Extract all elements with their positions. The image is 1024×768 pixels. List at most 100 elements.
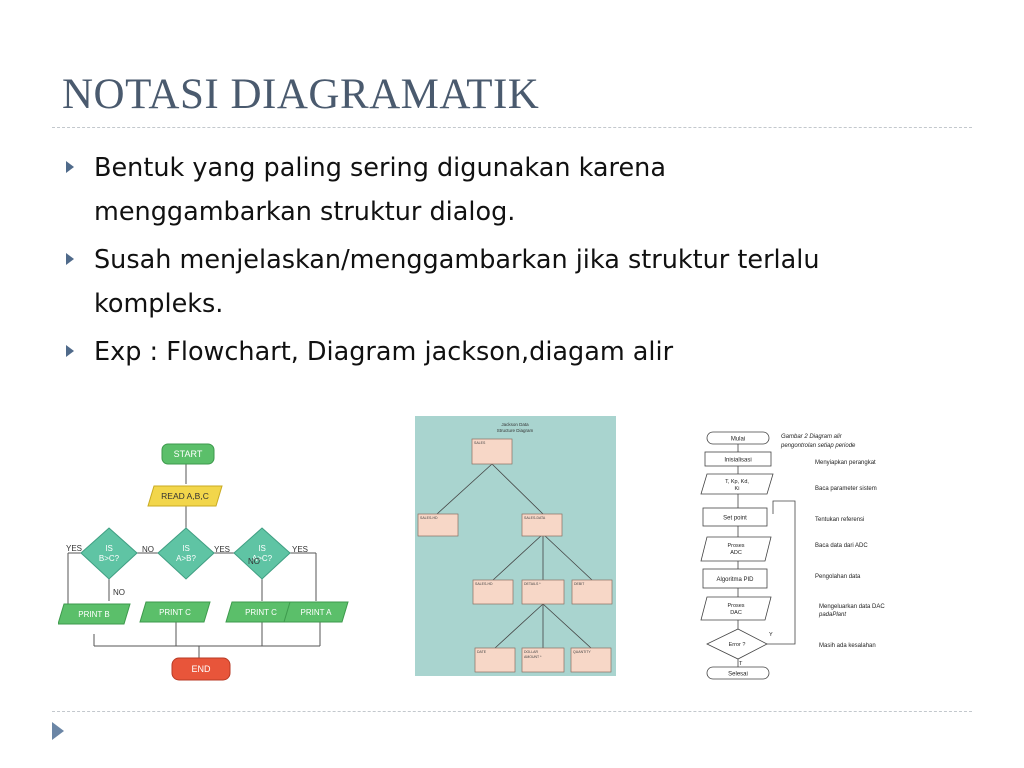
- alir-parameter-box: [700, 473, 774, 495]
- alir-proses-dac-line1: Proses: [727, 603, 744, 609]
- alir-note: Baca parameter sistem: [815, 486, 877, 492]
- alir-no-label: T: [739, 661, 743, 667]
- bullet-text: kompleks.: [94, 289, 224, 319]
- slide-title: NOTASI DIAGRAMATIK: [62, 71, 540, 118]
- alir-setpoint-label: Set point: [723, 516, 747, 522]
- yes-left-label: YES: [66, 544, 82, 553]
- bullet-text: Susah menjelaskan/menggambarkan jika str…: [94, 245, 820, 275]
- flowchart-figure: START READ A,B,C IS B>C? IS A>B? IS A>C?…: [58, 443, 349, 681]
- decision-right-line1: IS: [258, 544, 266, 553]
- decision-right: [233, 527, 291, 580]
- alir-parameter-line1: T, Kp, Kd,: [725, 479, 749, 485]
- alir-algoritma-label: Algoritma PID: [716, 577, 754, 583]
- alir-note: padaPlant: [818, 612, 846, 618]
- next-slide-arrow-icon[interactable]: [52, 722, 64, 740]
- read-label: READ A,B,C: [161, 491, 209, 501]
- alir-error-label: Error ?: [729, 642, 746, 648]
- alir-algoritma-box: [702, 568, 768, 589]
- alir-error-decision: [706, 628, 768, 660]
- jackson-diagram-figure: Jackson Data Structure Diagram SALES SAL…: [415, 416, 616, 676]
- print-c-label-2: PRINT C: [245, 608, 277, 617]
- jackson-root-label: SALES: [474, 441, 486, 445]
- alir-setpoint-box: [702, 507, 768, 527]
- alir-proses-adc-line2: ADC: [730, 550, 742, 556]
- decision-right-line2: A>C?: [252, 554, 273, 563]
- jackson-box: [474, 647, 516, 673]
- read-parallelogram: [147, 485, 223, 507]
- bullet-item: Exp : Flowchart, Diagram jackson,diagam …: [66, 330, 966, 374]
- print-b-label: PRINT B: [78, 610, 109, 619]
- jackson-title-line2: Structure Diagram: [497, 428, 534, 433]
- alir-mulai-terminal: [706, 431, 770, 445]
- bullet-text: Bentuk yang paling sering digunakan kare…: [94, 153, 666, 183]
- jackson-box-label: DATE: [477, 650, 487, 654]
- start-terminal: [161, 443, 215, 465]
- jackson-box-label: AMOUNT *: [524, 655, 542, 659]
- jackson-box-label: SALES-DATA: [524, 516, 546, 520]
- alir-proses-adc-box: [700, 536, 772, 562]
- decision-left: [80, 527, 138, 580]
- bullet-text: menggambarkan struktur dialog.: [94, 197, 516, 227]
- bullet-item: Bentuk yang paling sering digunakan kare…: [66, 146, 966, 234]
- jackson-box-label: DEBIT: [574, 582, 585, 586]
- print-a-label: PRINT A: [301, 608, 333, 617]
- alir-inisialisasi-label: Inisialisasi: [724, 458, 751, 464]
- decision-middle-line1: IS: [182, 544, 190, 553]
- start-label: START: [174, 449, 203, 459]
- yes-middle-label: YES: [214, 545, 230, 554]
- alir-proses-dac-box: [700, 596, 772, 621]
- alir-caption-line2: pengontrolan setiap periode: [780, 443, 856, 449]
- no-right-label: NO: [248, 557, 260, 566]
- alir-parameter-line2: Ki: [735, 486, 740, 492]
- alir-selesai-terminal: [706, 666, 770, 680]
- bullet-text: Exp : Flowchart, Diagram jackson,diagam …: [94, 337, 674, 367]
- alir-caption-line1: Gambar 2 Diagram alir: [781, 434, 843, 440]
- alir-note: Masih ada kesalahan: [819, 643, 876, 649]
- footer-divider: [52, 711, 972, 712]
- bullet-arrow-icon: [66, 345, 74, 357]
- jackson-box: [521, 647, 565, 673]
- no-middle-label: NO: [142, 545, 154, 554]
- end-terminal: [171, 657, 231, 681]
- diagram-alir-figure: Mulai Inisialisasi T, Kp, Kd, Ki Set poi…: [700, 431, 885, 680]
- alir-note: Tentukan referensi: [815, 517, 864, 523]
- bullet-arrow-icon: [66, 253, 74, 265]
- alir-yes-label: Y: [769, 632, 773, 638]
- jackson-box: [571, 579, 613, 605]
- print-b-box: [58, 603, 131, 625]
- alir-inisialisasi-box: [704, 451, 772, 467]
- no-left-label: NO: [113, 588, 125, 597]
- jackson-box: [521, 513, 563, 537]
- alir-note: Mengeluarkan data DAC: [819, 604, 885, 610]
- yes-right-label: YES: [292, 545, 308, 554]
- jackson-box-label: DETAILS *: [524, 582, 541, 586]
- alir-note: Pengolahan data: [815, 574, 861, 580]
- jackson-background: [415, 416, 616, 676]
- alir-note: Baca data dari ADC: [815, 543, 868, 549]
- decision-left-line2: B>C?: [99, 554, 120, 563]
- end-label: END: [191, 664, 211, 674]
- jackson-box: [417, 513, 459, 537]
- title-divider: [52, 127, 972, 128]
- alir-proses-adc-line1: Proses: [727, 543, 744, 549]
- jackson-box: [570, 647, 612, 673]
- jackson-box-label: QUANTITY: [573, 650, 591, 654]
- jackson-box-label: SALES-HD: [420, 516, 438, 520]
- jackson-root-box: [471, 438, 513, 465]
- decision-middle-line2: A>B?: [176, 554, 196, 563]
- jackson-title-line1: Jackson Data: [501, 422, 529, 427]
- alir-selesai-label: Selesai: [728, 672, 748, 678]
- alir-note: Menyiapkan perangkat: [815, 460, 876, 466]
- jackson-box: [521, 579, 565, 605]
- jackson-box-label: SALES-HD: [475, 582, 493, 586]
- alir-proses-dac-line2: DAC: [730, 610, 742, 616]
- decision-middle: [157, 527, 215, 580]
- print-a-box: [283, 601, 349, 623]
- print-c-label-1: PRINT C: [159, 608, 191, 617]
- jackson-box: [472, 579, 514, 605]
- alir-mulai-label: Mulai: [731, 437, 745, 443]
- bullet-item: Susah menjelaskan/menggambarkan jika str…: [66, 238, 966, 326]
- print-c-box-1: [139, 601, 211, 623]
- jackson-box-label: DOLLAR: [524, 650, 538, 654]
- decision-left-line1: IS: [105, 544, 113, 553]
